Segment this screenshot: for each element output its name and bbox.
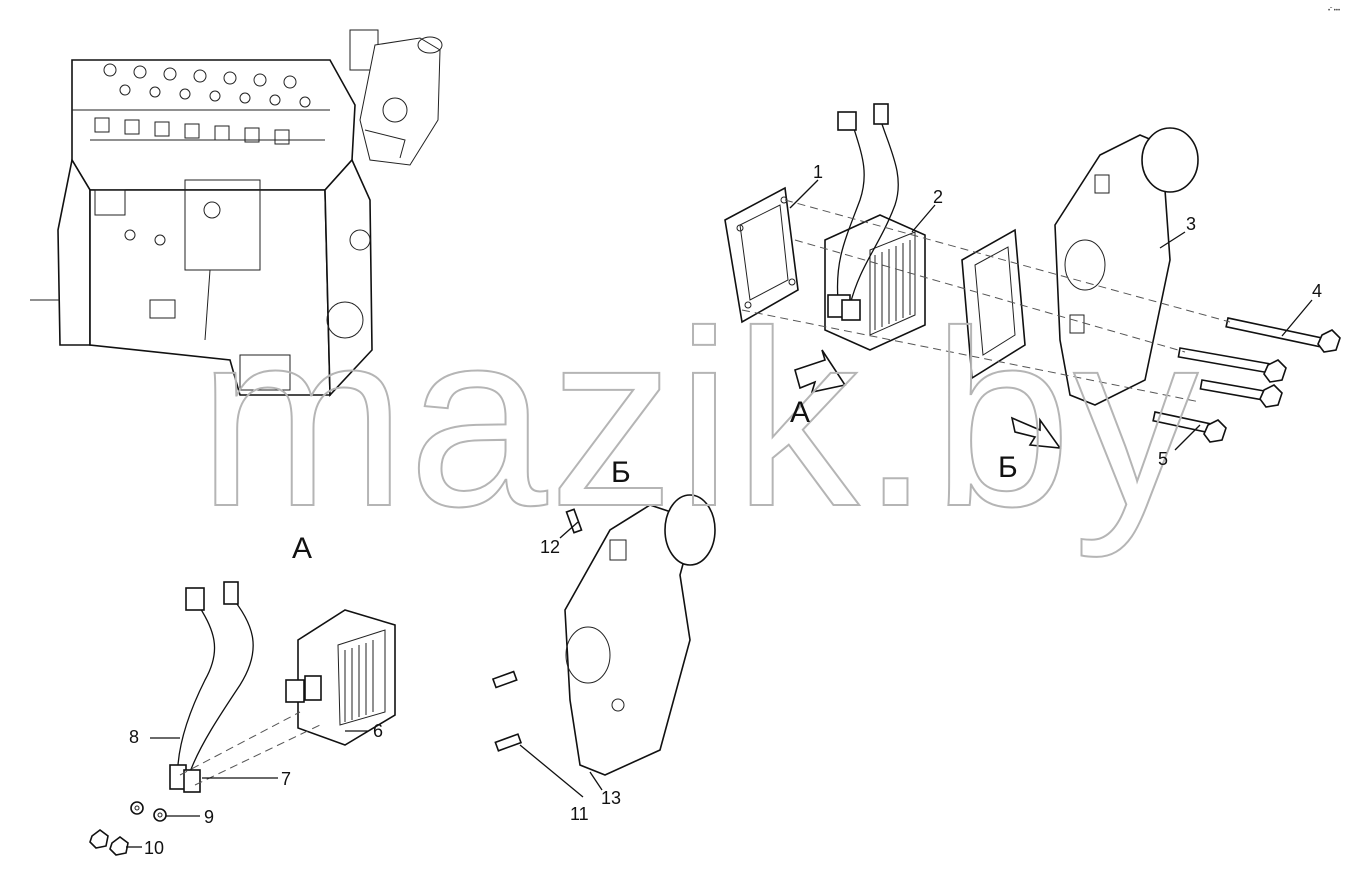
callout-8: 8 (129, 727, 139, 747)
detail-b-illustration (491, 494, 716, 776)
callout-5: 5 (1158, 449, 1168, 469)
callout-3: 3 (1186, 214, 1196, 234)
callout-12: 12 (540, 537, 560, 557)
corner-mark: •˜ ••• (1328, 8, 1340, 14)
callout-7: 7 (281, 769, 291, 789)
callout-11: 11 (570, 804, 589, 824)
callout-6: 6 (373, 721, 383, 741)
callout-9: 9 (204, 807, 214, 827)
view-label-a-main: A (292, 532, 312, 565)
view-arrow-a (794, 349, 847, 394)
bolts-4-5 (1152, 317, 1341, 443)
callout-1: 1 (813, 162, 823, 182)
gasket-second (961, 228, 1026, 380)
exploded-view-illustration (724, 103, 1341, 449)
callout-13: 13 (601, 788, 621, 808)
assembly-axis-lines (741, 199, 1231, 403)
intake-manifold-3 (1054, 127, 1199, 406)
callout-4: 4 (1312, 281, 1322, 301)
view-label-b-main: Б (611, 456, 631, 489)
heater-element-2 (824, 103, 926, 351)
gasket-1 (724, 186, 799, 324)
detail-a-illustration (89, 581, 396, 856)
callout-10: 10 (144, 838, 164, 858)
engine-block-illustration (30, 29, 443, 397)
view-label-a-detail: A (790, 396, 810, 429)
view-label-b-detail: Б (998, 451, 1018, 484)
view-arrow-b (1010, 416, 1062, 449)
watermark-text: mazik.by (198, 279, 1200, 558)
callout-2: 2 (933, 187, 943, 207)
leader-lines (126, 179, 1313, 848)
